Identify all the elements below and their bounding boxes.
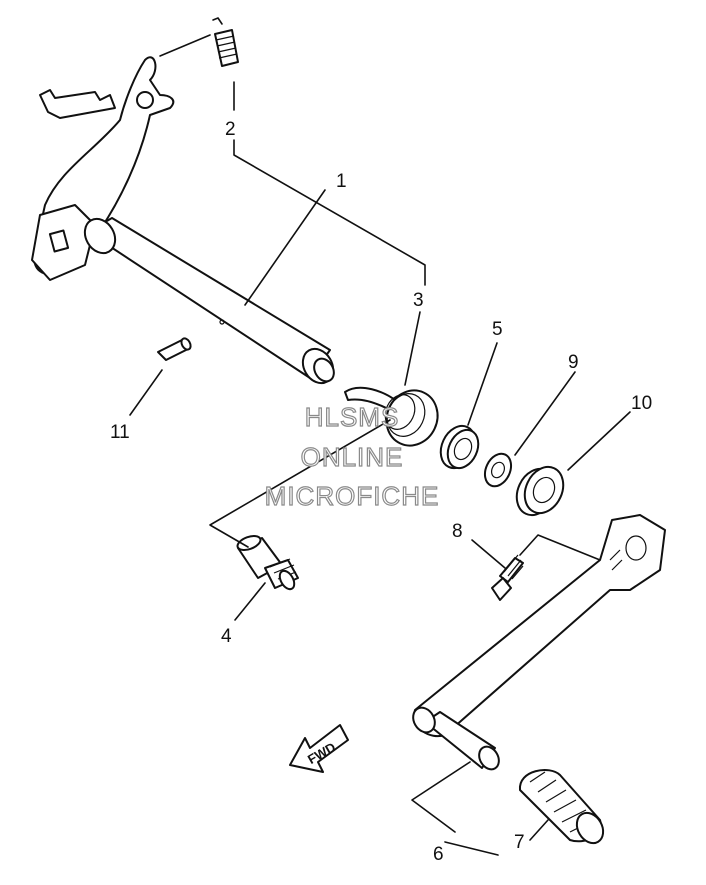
callout-numbers: 1 2 3 4 5 6 7 8 9 10 11: [110, 119, 652, 865]
fwd-direction-arrow: FWD: [289, 724, 349, 773]
rubber-peg-part: [518, 769, 605, 845]
callout-11: 11: [110, 422, 130, 443]
callout-7: 7: [514, 832, 525, 853]
callout-2: 2: [225, 119, 236, 140]
oil-seal-part: [515, 465, 565, 517]
callout-10: 10: [631, 393, 652, 414]
collar-part: [439, 424, 480, 470]
callout-1: 1: [336, 171, 347, 192]
callout-6: 6: [433, 844, 444, 865]
shift-shaft-part: [31, 56, 335, 385]
dowel-pin-part: [157, 337, 192, 361]
return-spring-part: [212, 17, 239, 67]
leader-lines: [129, 34, 631, 856]
callout-3: 3: [413, 290, 424, 311]
callout-9: 9: [568, 352, 579, 373]
callout-5: 5: [492, 319, 503, 340]
torsion-spring-part: [344, 386, 439, 447]
pedal-bolt-part: [491, 554, 524, 601]
callout-8: 8: [452, 521, 463, 542]
watermark-line-1: HLSMS: [305, 402, 400, 432]
washer-part: [483, 452, 513, 488]
watermark-line-3: MICROFICHE: [265, 481, 440, 511]
shift-pedal-part: [412, 514, 666, 771]
watermark-line-2: ONLINE: [301, 442, 404, 472]
stopper-bolt-part: [236, 535, 299, 591]
callout-4: 4: [221, 626, 232, 647]
watermark: HLSMS ONLINE MICROFICHE: [264, 401, 440, 511]
